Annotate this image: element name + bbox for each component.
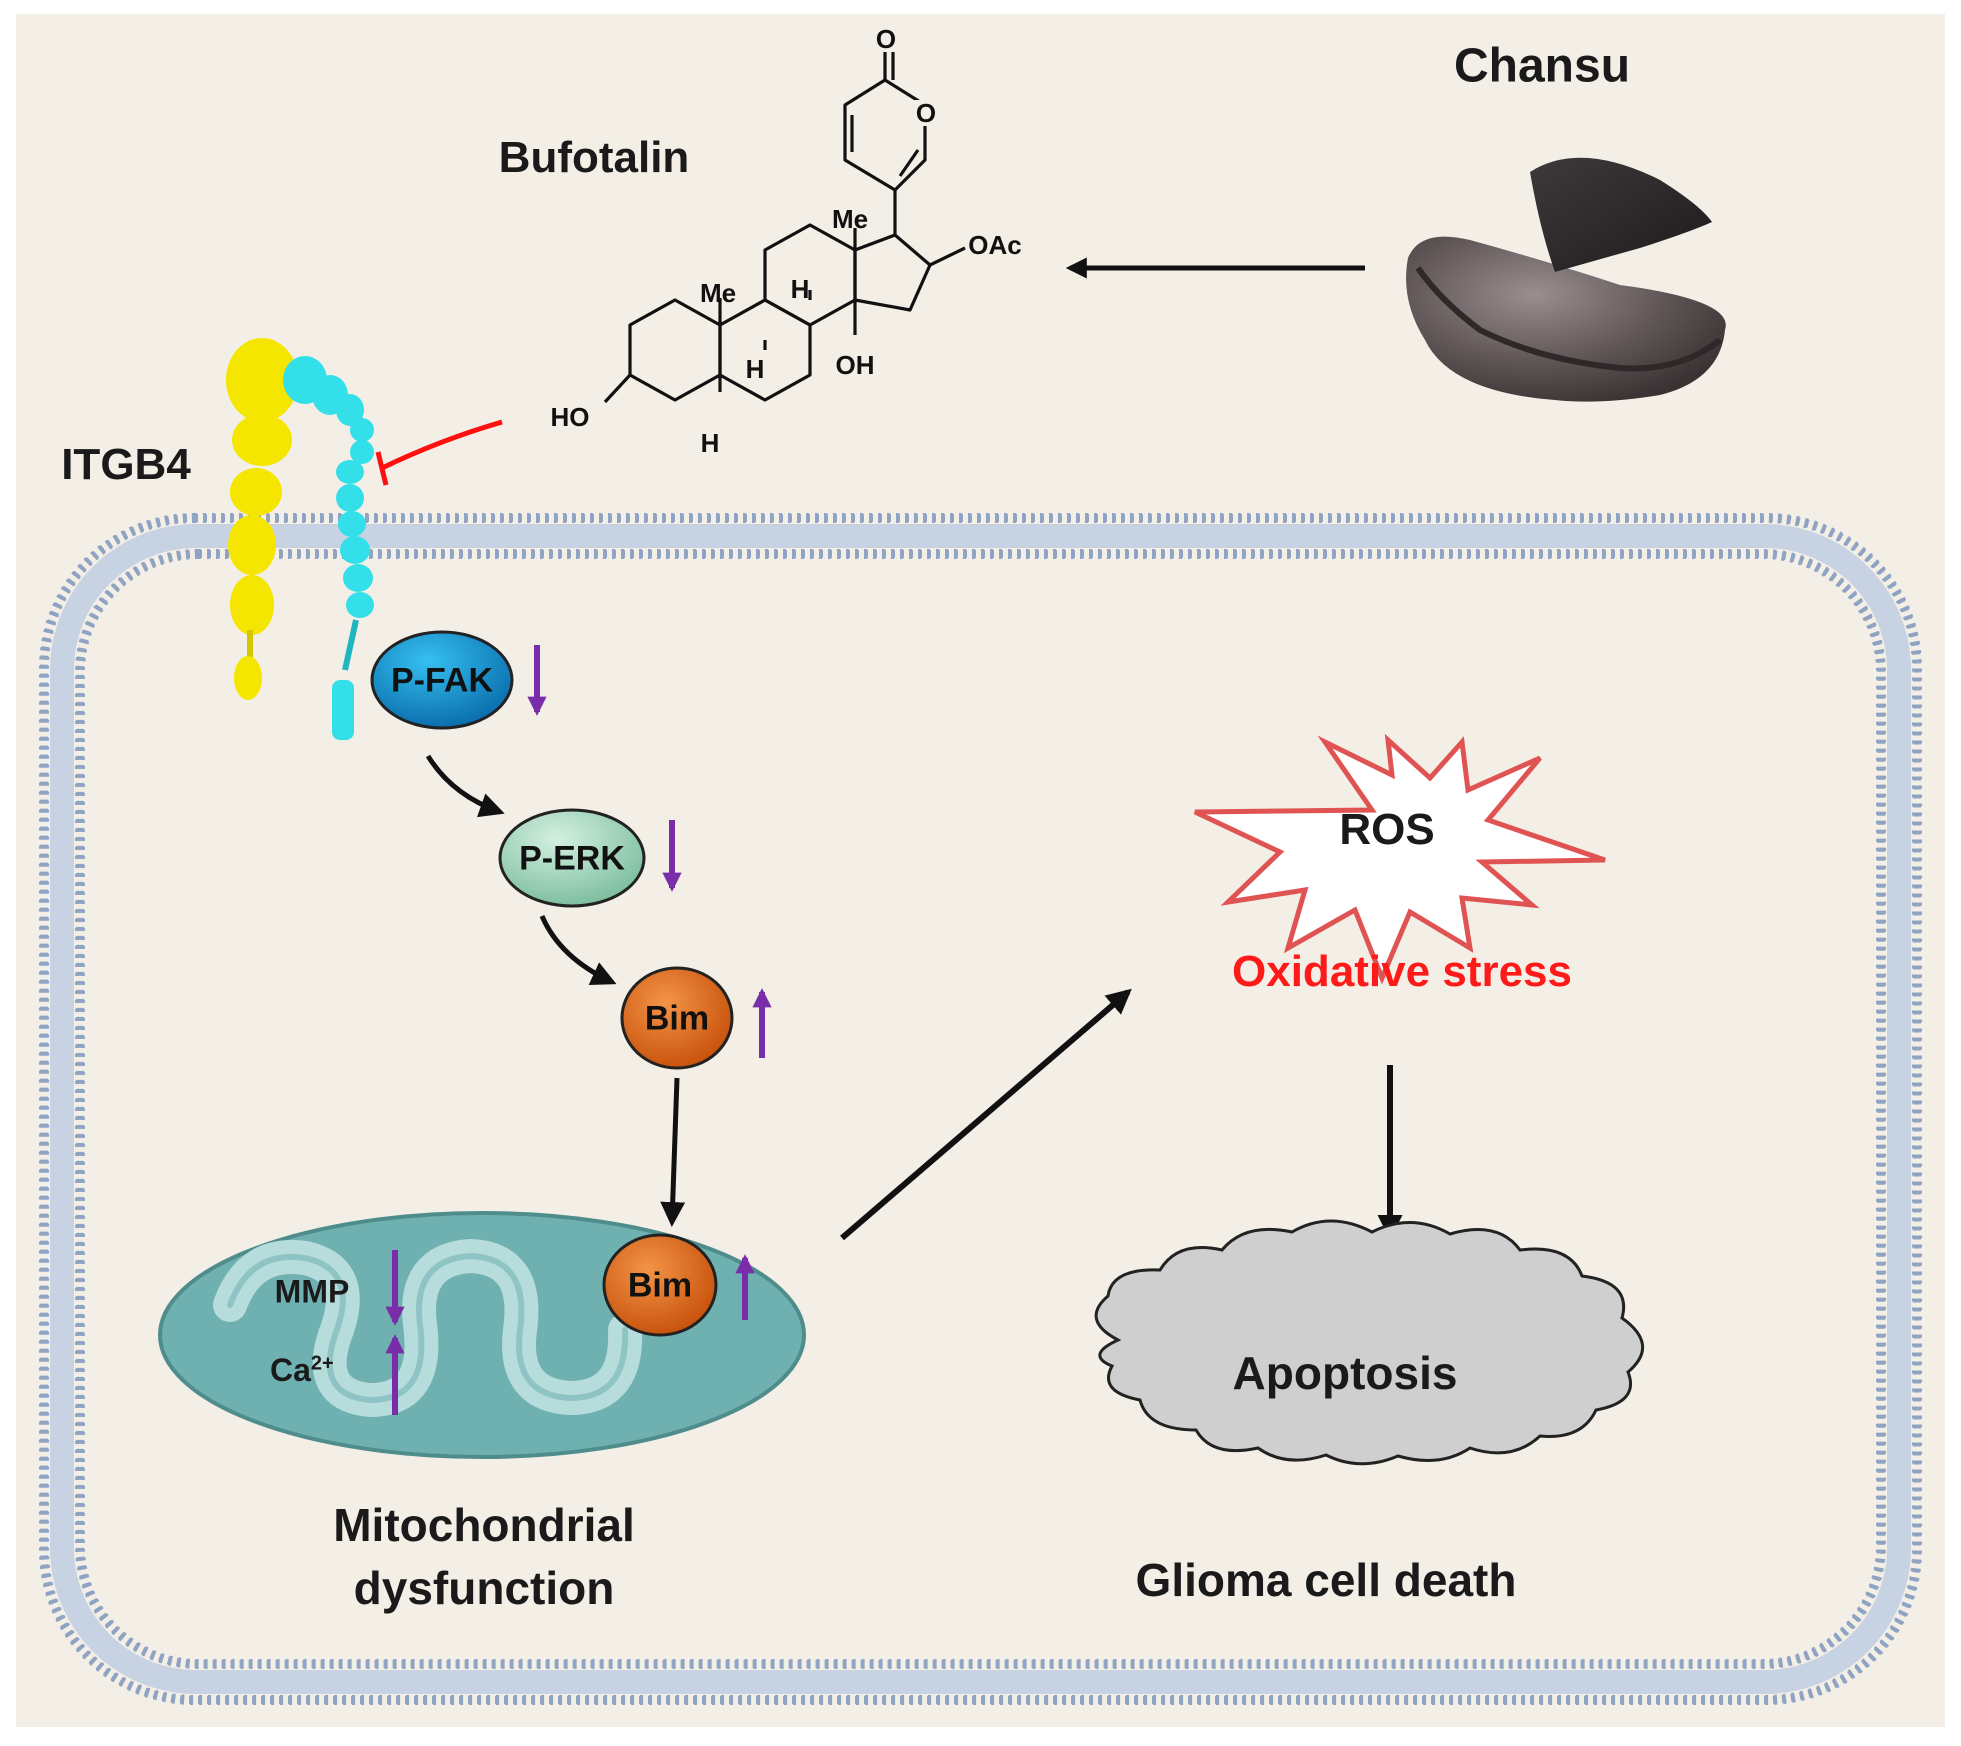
perk-to-bim-arrow: [539, 915, 617, 985]
ca-text: Ca: [270, 1352, 311, 1388]
bim-node-2: [602, 1233, 718, 1337]
mitochondrion: [158, 1211, 806, 1459]
itgb4-receptor: [226, 338, 374, 740]
h-label-1: H: [791, 274, 810, 304]
ca-superscript: 2+: [310, 1352, 334, 1375]
perk-label: P-ERK: [519, 839, 625, 878]
h-label-2: H: [746, 354, 765, 384]
me-label-1: Me: [832, 204, 868, 234]
inhibition-arrow: [375, 419, 503, 486]
oac-label: OAc: [968, 230, 1021, 260]
mito-to-ros-arrow: [840, 988, 1132, 1241]
pfak-node: [370, 630, 514, 730]
bufotalin-structure: [603, 46, 966, 404]
perk-node: [498, 808, 646, 908]
bim-to-mito-arrow: [660, 1077, 686, 1227]
itgb4-label: ITGB4: [61, 440, 191, 489]
bim-label-2: Bim: [627, 1266, 693, 1305]
oxidative-stress-label: Oxidative stress: [1232, 947, 1572, 996]
ros-burst: [1193, 733, 1606, 985]
chansu-label: Chansu: [1453, 39, 1631, 93]
o-ring-label: O: [916, 98, 936, 128]
background-panel: [16, 14, 1945, 1727]
glioma-cell-death-label: Glioma cell death: [1135, 1554, 1517, 1606]
cell-membrane: [39, 513, 1922, 1705]
ho-label: HO: [551, 402, 590, 432]
bim-node-1: [620, 966, 734, 1070]
mito-label-line2: dysfunction: [353, 1562, 615, 1614]
bufotalin-atom-labels: O O Me Me OAc H H H OH HO: [551, 24, 1022, 458]
mito-label-line1: Mitochondrial: [333, 1499, 635, 1551]
pfak-label: P-FAK: [391, 661, 493, 700]
me-label-2: Me: [700, 278, 736, 308]
apoptosis-label: Apoptosis: [1232, 1347, 1458, 1399]
mmp-label: MMP: [274, 1273, 350, 1310]
oh-label: OH: [836, 350, 875, 380]
ros-label: ROS: [1339, 805, 1435, 854]
pfak-to-perk-arrow: [425, 754, 505, 818]
apoptosis-cloud: [1094, 1219, 1645, 1466]
o-top-label: O: [876, 24, 896, 54]
ca-label: Ca2+: [270, 1352, 334, 1389]
bim-label-1: Bim: [644, 999, 710, 1038]
chansu-image: [1406, 157, 1726, 402]
bufotalin-label: Bufotalin: [498, 133, 690, 182]
h-label-3: H: [701, 428, 720, 458]
